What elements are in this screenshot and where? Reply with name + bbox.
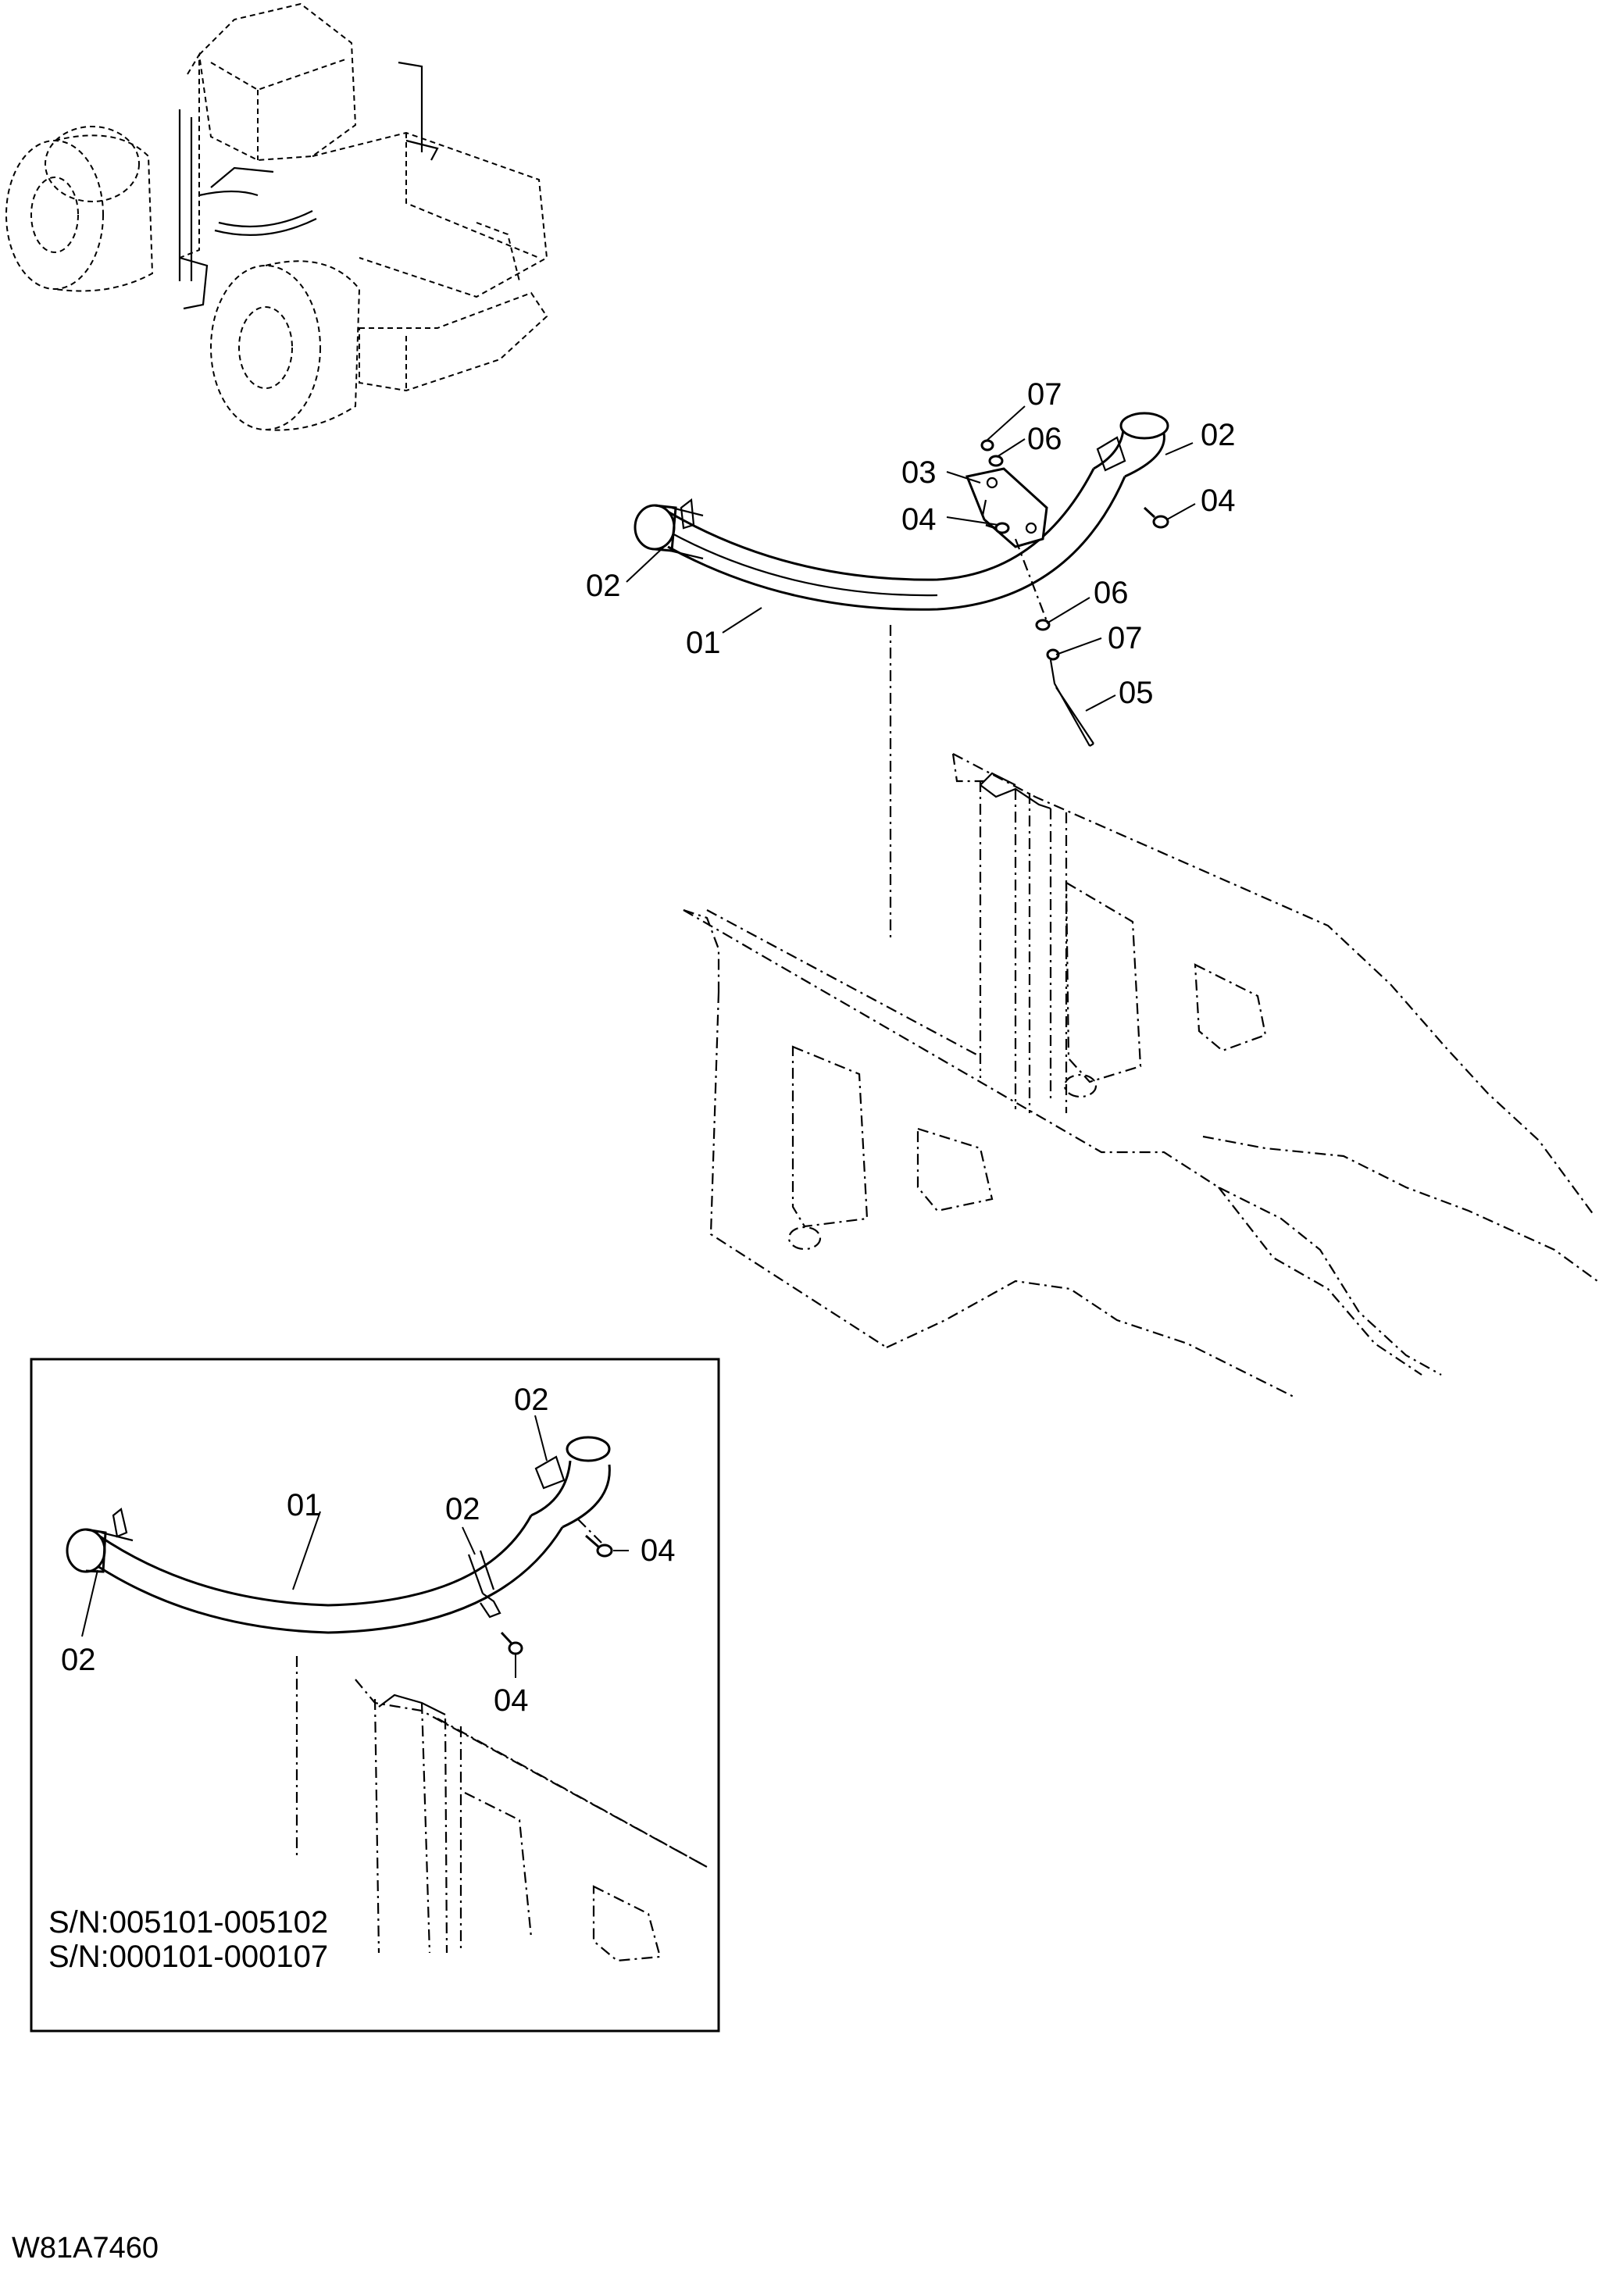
callout-01: 01 — [686, 626, 721, 660]
inset-callout-02-middle: 02 — [445, 1492, 480, 1526]
assembly-line — [1014, 538, 1048, 622]
inset-callout-04-right: 04 — [641, 1533, 676, 1568]
callout-02-right: 02 — [1201, 418, 1236, 452]
bracket-03 — [965, 467, 1048, 548]
callout-06-lower: 06 — [1094, 576, 1129, 610]
callout-06-top: 06 — [1027, 422, 1062, 456]
washer-06-lower — [1035, 619, 1051, 631]
callout-04-right: 04 — [1201, 484, 1236, 518]
pipe-01 — [667, 468, 1126, 611]
drawing-code: W81A7460 — [12, 2232, 159, 2265]
serial-number-range-2: S/N:000101-000107 — [48, 1940, 328, 1974]
inset-view: 02 01 02 04 04 02 S/N:005101-005102 S/N:… — [30, 1358, 720, 2033]
inset-frame — [30, 1358, 720, 2033]
bolt-04-right — [1143, 506, 1169, 529]
callout-03: 03 — [901, 455, 937, 490]
main-view: 07 06 03 04 02 04 02 01 06 07 05 — [586, 377, 1598, 1399]
nut-07-lower — [1046, 648, 1060, 661]
inset-callout-02-right: 02 — [514, 1383, 549, 1417]
clamp-02-right — [1093, 412, 1169, 478]
frame-body — [683, 753, 1598, 1399]
inset-callout-04-lower: 04 — [494, 1683, 529, 1718]
callout-02-left: 02 — [586, 569, 621, 603]
bolt-04-bracket — [985, 522, 1010, 534]
callout-07-lower: 07 — [1108, 621, 1143, 655]
inset-callout-02-left: 02 — [61, 1643, 96, 1677]
callout-04-bracket: 04 — [901, 502, 937, 537]
callout-07-top: 07 — [1027, 377, 1062, 412]
machine-overview-figure — [5, 2, 548, 431]
callout-05: 05 — [1119, 676, 1154, 710]
washer-06-top — [988, 455, 1004, 467]
serial-number-range-1: S/N:005101-005102 — [48, 1905, 328, 1940]
inset-callout-01: 01 — [287, 1488, 322, 1522]
nut-07-top — [980, 439, 994, 452]
rod-05 — [1049, 659, 1094, 747]
clamp-02-left — [634, 498, 704, 560]
